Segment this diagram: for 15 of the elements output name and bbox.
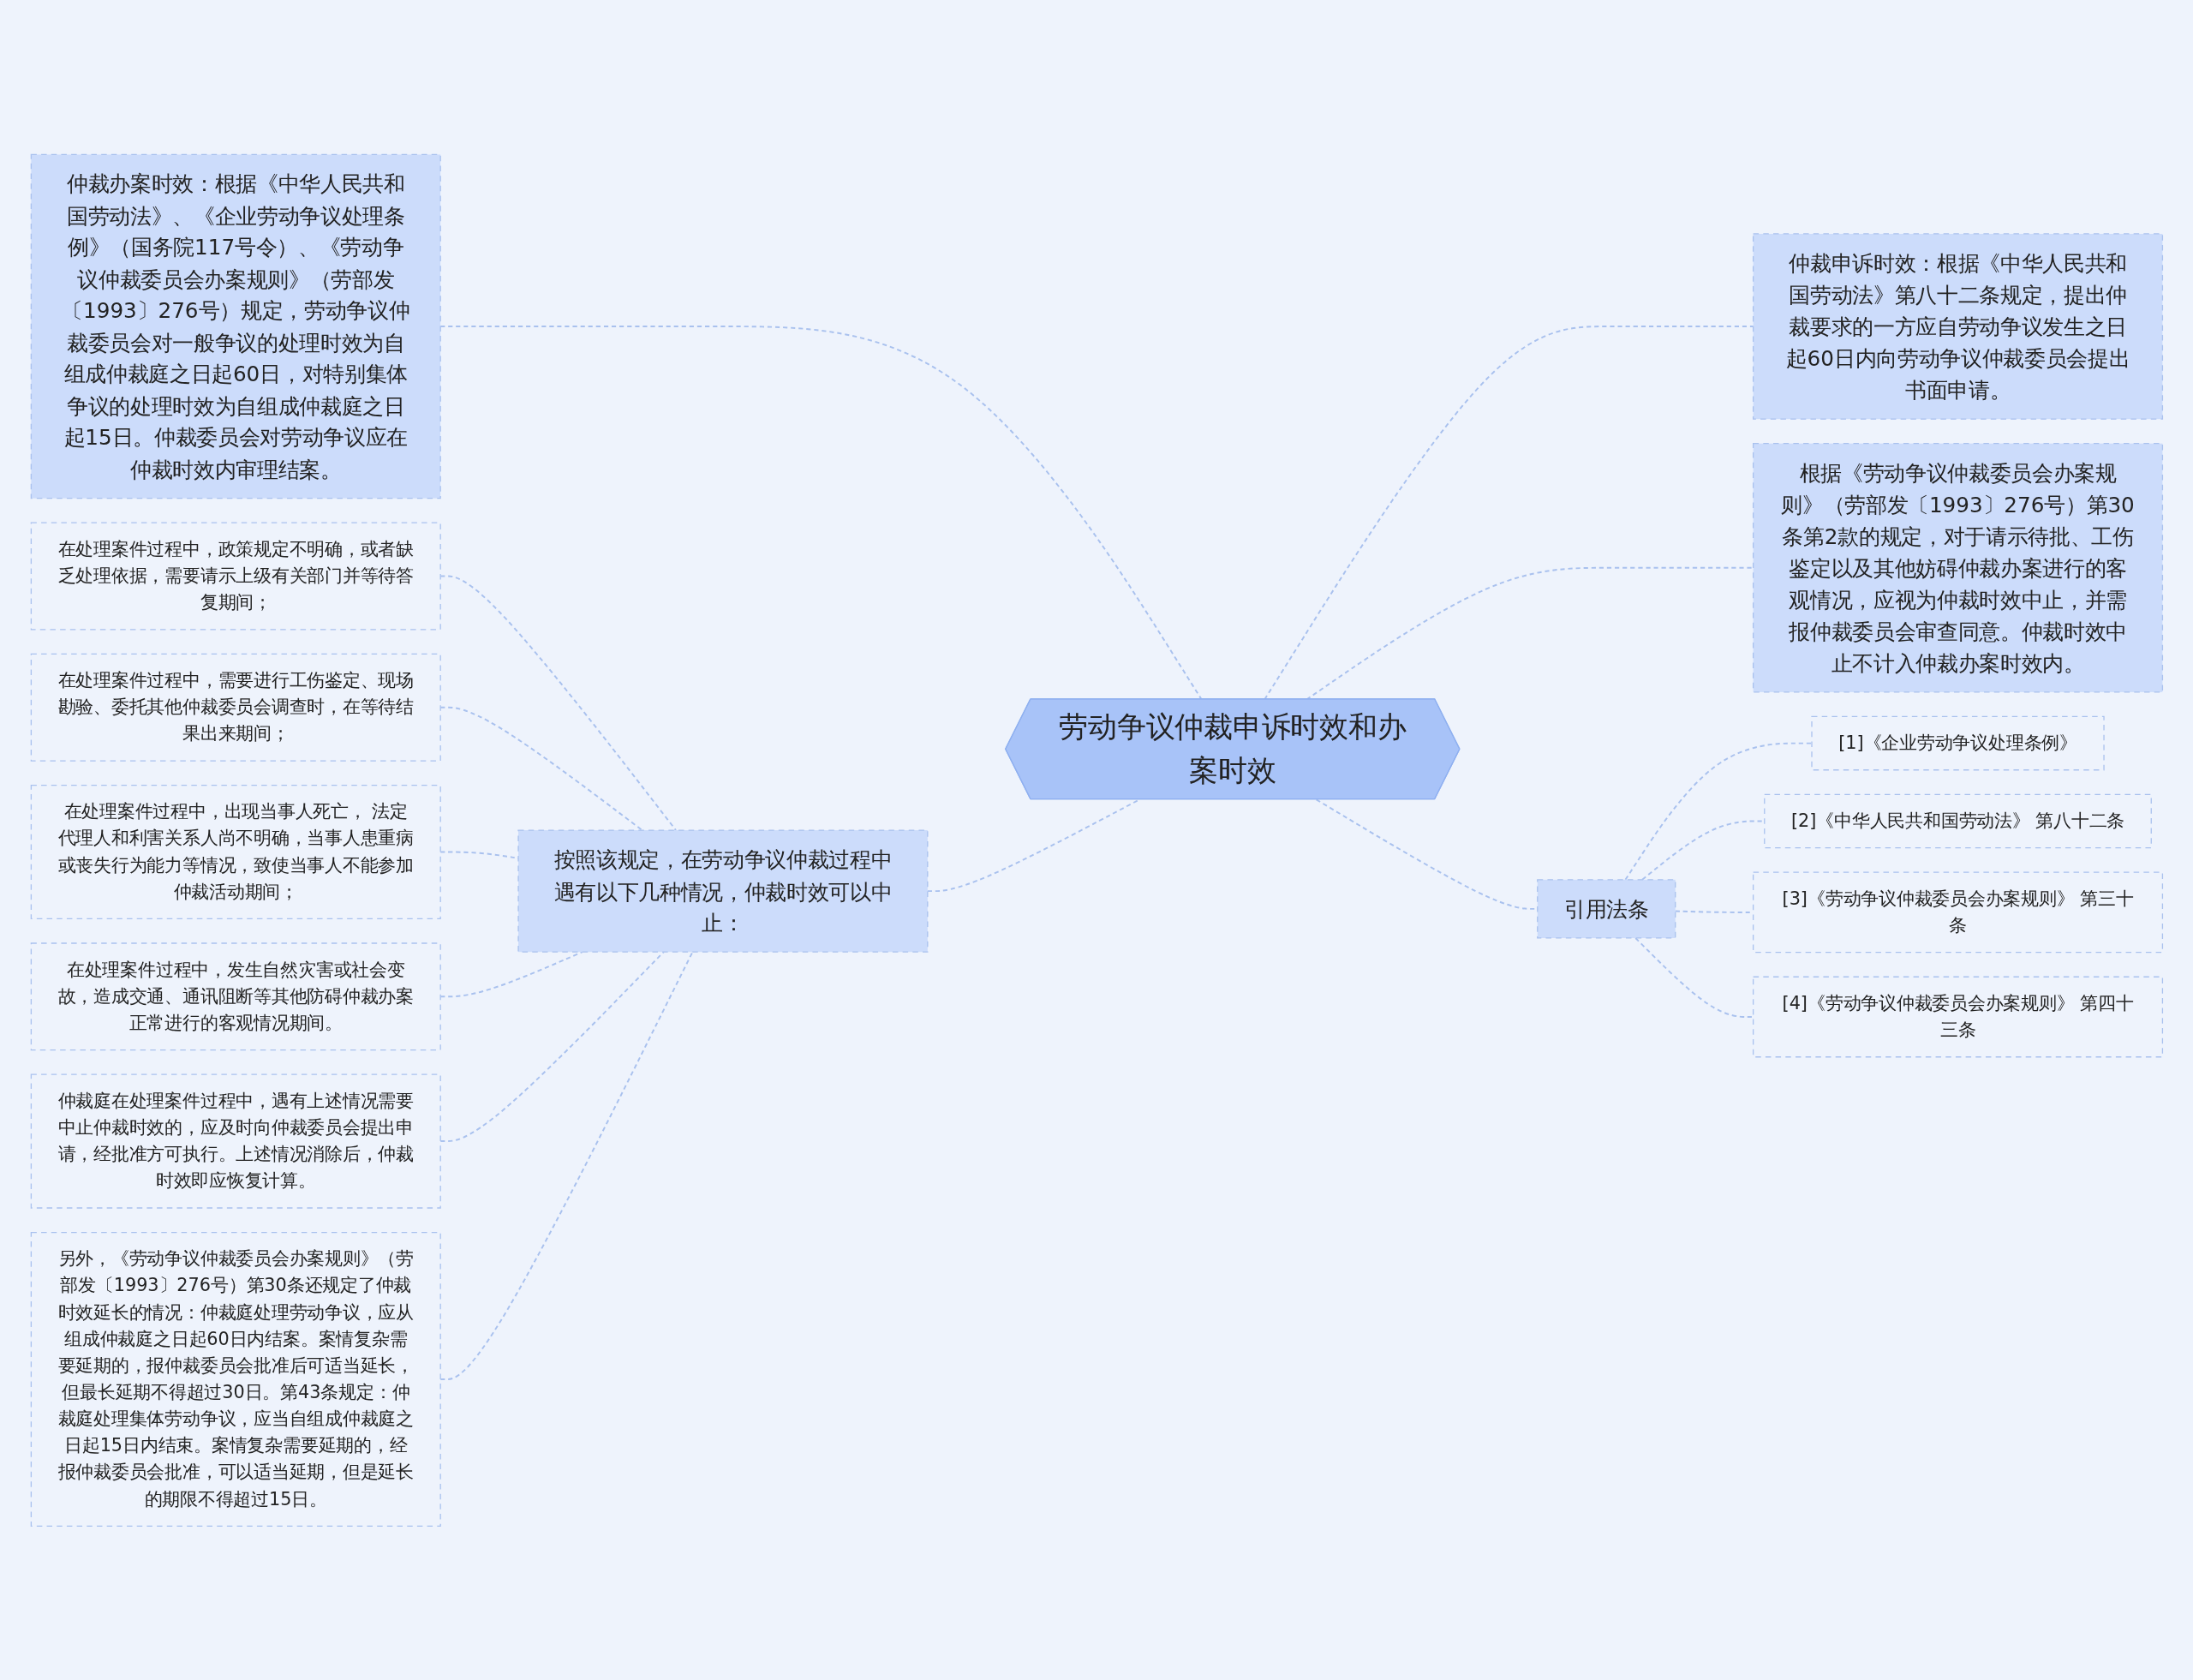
node-box: 根据《劳动争议仲裁委员会办案规则》（劳部发〔1993〕276号）第30条第2款的规定，对于请示待批、工伤鉴定以及其他妨碍仲裁办案进行的客观情况，应视为仲裁时效中止，并需报仲裁委员会审查同意。仲裁时效中止不计入仲裁办案时效内。 xyxy=(1752,442,2163,693)
node-box: 引用法条 xyxy=(1536,878,1676,939)
node-box: [1]《企业劳动争议处理条例》 xyxy=(1810,715,2105,770)
node-box: 按照该规定，在劳动争议仲裁过程中遇有以下几种情况，仲裁时效可以中止： xyxy=(517,829,929,953)
node-box: 在处理案件过程中，政策规定不明确，或者缺乏处理依据，需要请示上级有关部门并等待答复期间； xyxy=(30,522,441,631)
node-box: [4]《劳动争议仲裁委员会办案规则》 第四十三条 xyxy=(1752,976,2163,1057)
node-box: 在处理案件过程中，需要进行工伤鉴定、现场勘验、委托其他仲裁委员会调查时，在等待结果出来期间； xyxy=(30,653,441,762)
node-box: 另外，《劳动争议仲裁委员会办案规则》（劳部发〔1993〕276号）第30条还规定了仲裁时效延长的情况：仲裁庭处理劳动争议，应从组成仲裁庭之日起60日内结案。案情复杂需要延期的，报仲裁委员会批准后可适当延长，但最长延期不得超过30日。第43条规定：仲裁庭处理集体劳动争议，应当自组成仲裁庭之日起15日内结束。案情复杂需要延期的，经报仲裁委员会批准，可以适当延期，但是延长的期限不得超过15日。 xyxy=(30,1231,441,1527)
node-box: [2]《中华人民共和国劳动法》 第八十二条 xyxy=(1763,793,2152,848)
node-box: 仲裁办案时效：根据《中华人民共和国劳动法》、《企业劳动争议处理条例》（国务院117号令）、《劳动争议仲裁委员会办案规则》（劳部发〔1993〕276号）规定，劳动争议仲裁委员会对一般争议的处理时效为自组成仲裁庭之日起60日，对特别集体争议的处理时效为自组成仲裁庭之日起15日。仲裁委员会对劳动争议应在仲裁时效内审理结案。 xyxy=(30,153,441,499)
node-box: 仲裁申诉时效：根据《中华人民共和国劳动法》第八十二条规定，提出仲裁要求的一方应自劳动争议发生之日起60日内向劳动争议仲裁委员会提出书面申请。 xyxy=(1752,232,2163,420)
node-box: 仲裁庭在处理案件过程中，遇有上述情况需要中止仲裁时效的，应及时向仲裁委员会提出申请，经批准方可执行。上述情况消除后，仲裁时效即应恢复计算。 xyxy=(30,1073,441,1209)
node-box: [3]《劳动争议仲裁委员会办案规则》 第三十条 xyxy=(1752,871,2163,953)
node-box: 在处理案件过程中，出现当事人死亡， 法定代理人和利害关系人尚不明确，当事人患重病或丧失行为能力等情况，致使当事人不能参加仲裁活动期间； xyxy=(30,784,441,919)
node-box: 在处理案件过程中，发生自然灾害或社会变故，造成交通、通讯阻断等其他防碍仲裁办案正常进行的客观情况期间。 xyxy=(30,942,441,1050)
